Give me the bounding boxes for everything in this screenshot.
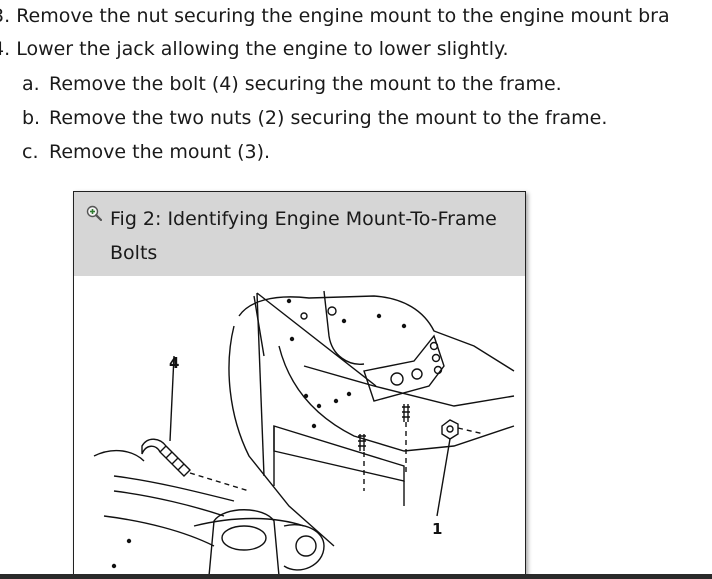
substep-text: Remove the bolt (4) securing the mount t… <box>49 73 562 95</box>
substep-letter: a. <box>22 73 40 95</box>
step-number: 4. <box>0 38 11 60</box>
substep-letter: b. <box>22 107 41 129</box>
step-3: 3. Remove the nut securing the engine mo… <box>0 4 670 28</box>
substep-letter: c. <box>22 141 39 163</box>
step-text: Remove the nut securing the engine mount… <box>16 5 670 27</box>
substep-a: a. Remove the bolt (4) securing the mount… <box>22 72 562 96</box>
stud <box>402 404 410 422</box>
magnifier-plus-icon[interactable] <box>86 205 102 221</box>
frame-rail <box>238 295 515 372</box>
mount-plate <box>273 425 405 482</box>
engine-mount-diagram: 4 1 <box>93 290 515 579</box>
step-text: Lower the jack allowing the engine to lo… <box>16 38 509 60</box>
nut <box>441 419 459 440</box>
callout-1: 1 <box>432 520 442 538</box>
step-4: 4. Lower the jack allowing the engine to… <box>0 37 509 61</box>
substep-text: Remove the two nuts (2) securing the mou… <box>49 107 608 129</box>
substep-text: Remove the mount (3). <box>49 141 271 163</box>
callout-4: 4 <box>169 354 179 372</box>
figure-title: Fig 2: Identifying Engine Mount-To-Frame… <box>110 208 497 264</box>
figure-header[interactable]: Fig 2: Identifying Engine Mount-To-Frame… <box>74 192 525 276</box>
mount-bracket <box>363 334 445 402</box>
bolt <box>141 438 191 477</box>
figure-box: Fig 2: Identifying Engine Mount-To-Frame… <box>73 191 526 579</box>
stud <box>358 434 366 451</box>
bottom-edge-bar <box>0 574 712 579</box>
step-number: 3. <box>0 5 11 27</box>
substep-c: c. Remove the mount (3). <box>22 140 270 164</box>
substep-b: b. Remove the two nuts (2) securing the m… <box>22 106 607 130</box>
